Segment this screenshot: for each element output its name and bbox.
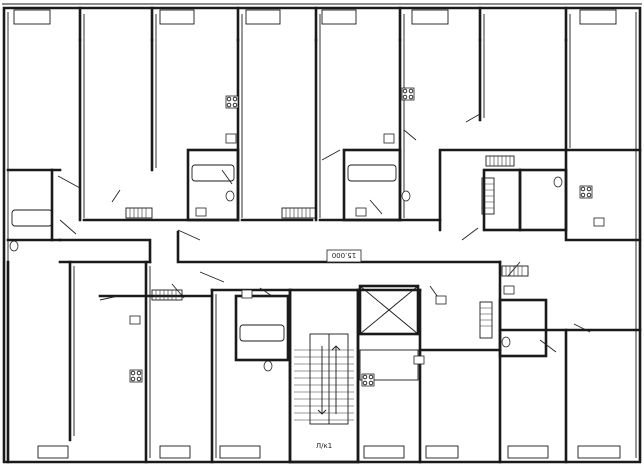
- top-bathrooms: [11, 148, 568, 232]
- stair-label: Л/к1: [316, 442, 332, 450]
- bottom-bathrooms: [234, 294, 548, 381]
- elevation-mark: 15.000: [332, 251, 357, 259]
- central-corridor: [58, 230, 502, 264]
- top-window-niches: [13, 6, 617, 42]
- door-swings: [57, 113, 591, 353]
- elevator-shaft: [358, 284, 420, 336]
- sanitary-fixtures: [9, 133, 605, 372]
- stair-core: Л/к1: [288, 288, 360, 464]
- elevation-marker: 15.000: [326, 249, 362, 263]
- kitchen-hobs: [129, 87, 593, 387]
- vent-ducts: [125, 155, 529, 339]
- top-row-partitions: [6, 14, 642, 242]
- stair-treads: [294, 349, 354, 421]
- bottom-window-niches: [37, 445, 621, 459]
